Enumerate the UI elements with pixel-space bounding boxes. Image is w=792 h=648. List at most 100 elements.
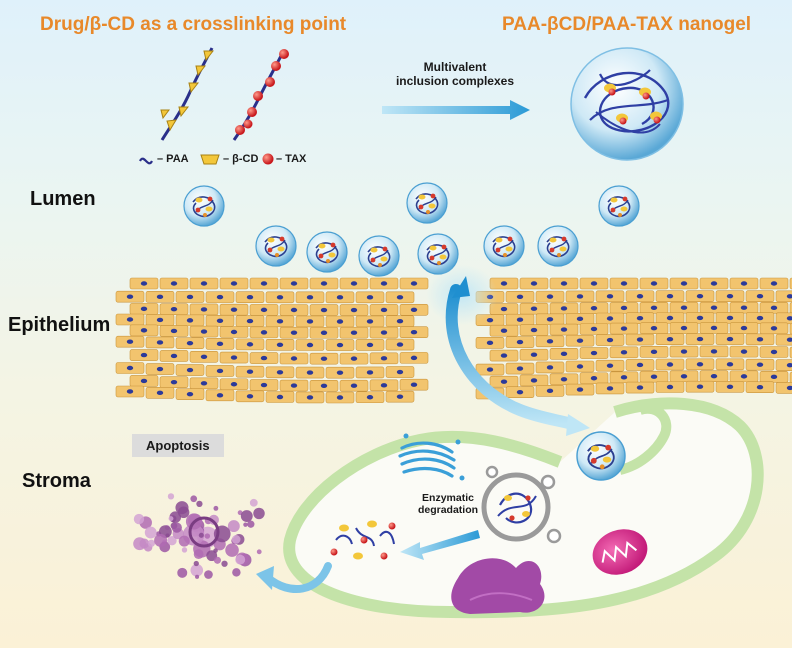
epithelial-cell-nucleus xyxy=(336,370,344,375)
epithelial-cell-nucleus xyxy=(530,352,538,357)
epithelial-cell-nucleus xyxy=(696,336,704,342)
epithelial-cell-nucleus xyxy=(230,355,238,360)
epithelial-cell-nucleus xyxy=(486,367,494,372)
apoptotic-fragment xyxy=(177,567,188,578)
epithelial-cell-nucleus xyxy=(156,390,164,396)
epithelial-cell-nucleus xyxy=(200,329,208,334)
epithelial-cell-nucleus xyxy=(666,362,674,367)
epithelial-cell-nucleus xyxy=(186,340,194,346)
epithelial-cell-nucleus xyxy=(786,385,792,391)
epithelial-cell-nucleus xyxy=(770,374,778,380)
legend-paa-label: – PAA xyxy=(157,153,189,165)
epithelial-cell-nucleus xyxy=(350,281,358,286)
epithelial-cell-nucleus xyxy=(590,376,598,381)
apoptotic-fragment xyxy=(193,560,199,567)
apoptotic-fragment xyxy=(206,550,218,562)
epithelial-cell-nucleus xyxy=(576,294,584,299)
epithelial-cell-nucleus xyxy=(786,362,792,368)
apoptotic-fragment xyxy=(167,493,175,500)
arrow-caption: Multivalent inclusion complexes xyxy=(390,60,520,89)
epithelial-cell-nucleus xyxy=(290,307,298,313)
epithelial-cell-nucleus xyxy=(576,338,584,343)
epithelial-cell-nucleus xyxy=(636,337,644,342)
epithelial-cell-nucleus xyxy=(246,318,254,324)
epithelial-cell-nucleus xyxy=(216,393,224,398)
apoptotic-fragment xyxy=(147,539,156,547)
epithelial-cell xyxy=(775,382,792,394)
paa-legend-icon xyxy=(139,157,153,165)
epithelial-cell xyxy=(775,312,792,325)
enzymatic-caption: Enzymatic degradation xyxy=(410,492,486,516)
epithelial-cell-nucleus xyxy=(650,305,658,310)
apoptotic-fragment xyxy=(231,535,241,544)
mitochondrion xyxy=(592,529,648,575)
epithelial-cell-nucleus xyxy=(260,355,268,361)
epithelial-cell-nucleus xyxy=(380,281,388,286)
epithelial-cell-nucleus xyxy=(756,294,764,299)
epithelial-cell-nucleus xyxy=(336,319,344,324)
epithelial-cell-nucleus xyxy=(576,316,584,322)
epithelial-cell-nucleus xyxy=(396,295,404,300)
epithelium-layer xyxy=(115,277,792,404)
apoptotic-fragment xyxy=(213,556,222,564)
epithelial-cell-nucleus xyxy=(560,327,568,332)
epithelial-cell-nucleus xyxy=(666,337,674,342)
apoptotic-fragment xyxy=(213,548,218,553)
lumen-nanoparticles xyxy=(183,182,640,277)
epithelial-cell-nucleus xyxy=(740,305,748,310)
epithelial-cell-nucleus xyxy=(380,383,388,388)
epithelial-cell-nucleus xyxy=(410,355,418,361)
enzymatic-line-2: degradation xyxy=(417,504,479,517)
epithelial-cell-nucleus xyxy=(500,328,508,333)
epithelial-cell-nucleus xyxy=(350,330,358,335)
epithelial-cell-nucleus xyxy=(126,365,134,371)
epithelial-cell-nucleus xyxy=(620,305,628,311)
epithelial-cell-nucleus xyxy=(680,374,688,379)
epithelial-cell-nucleus xyxy=(606,316,614,321)
apoptotic-fragment xyxy=(232,568,241,577)
epithelial-cell-nucleus xyxy=(306,295,314,300)
epithelial-cell-nucleus xyxy=(306,319,314,324)
epithelial-cell-nucleus xyxy=(636,316,644,321)
epithelial-cell-nucleus xyxy=(320,356,328,361)
epithelial-cell-nucleus xyxy=(516,366,524,371)
epithelial-cell-nucleus xyxy=(410,307,418,312)
apoptotic-fragment xyxy=(144,526,157,539)
epithelial-cell-nucleus xyxy=(396,394,404,399)
apoptotic-fragment xyxy=(168,516,174,521)
epithelial-cell-nucleus xyxy=(770,305,778,311)
apoptotic-fragment xyxy=(253,507,265,520)
apoptotic-nucleus xyxy=(188,516,220,548)
apoptotic-fragment xyxy=(195,574,200,579)
epithelial-cell-nucleus xyxy=(200,307,208,312)
epithelial-cell-nucleus xyxy=(186,294,194,300)
epithelial-cell-nucleus xyxy=(726,362,734,367)
epithelial-cell-nucleus xyxy=(396,342,404,347)
epithelial-cell-nucleus xyxy=(590,281,598,286)
epithelial-cell-nucleus xyxy=(650,349,658,355)
stroma-label: Stroma xyxy=(22,470,91,492)
epithelial-cell-nucleus xyxy=(770,281,778,286)
epithelial-cell-nucleus xyxy=(140,328,148,333)
epithelial-cell-nucleus xyxy=(726,336,734,342)
epithelial-cell-nucleus xyxy=(740,374,748,379)
epithelial-cell-nucleus xyxy=(756,362,764,367)
epithelial-cell-nucleus xyxy=(230,382,238,387)
epithelial-cell-nucleus xyxy=(486,317,494,323)
epithelial-cell-nucleus xyxy=(606,337,614,343)
epithelial-cell-nucleus xyxy=(320,383,328,388)
epithelial-cell-nucleus xyxy=(530,306,538,311)
epithelial-cell-nucleus xyxy=(140,352,148,358)
epithelial-cell-nucleus xyxy=(320,281,328,286)
epithelial-cell-nucleus xyxy=(246,369,254,374)
apoptotic-fragment xyxy=(154,533,168,547)
epithelial-cell-nucleus xyxy=(276,319,284,324)
epithelial-cell-nucleus xyxy=(530,281,538,286)
epithelial-cell-nucleus xyxy=(350,383,358,388)
epithelial-cell-nucleus xyxy=(560,306,568,311)
epithelial-cell-nucleus xyxy=(666,293,674,299)
epithelial-cell-nucleus xyxy=(306,370,314,375)
epithelial-cell-nucleus xyxy=(620,281,628,286)
apoptotic-fragment xyxy=(177,506,190,519)
apoptotic-fragment xyxy=(133,513,145,525)
